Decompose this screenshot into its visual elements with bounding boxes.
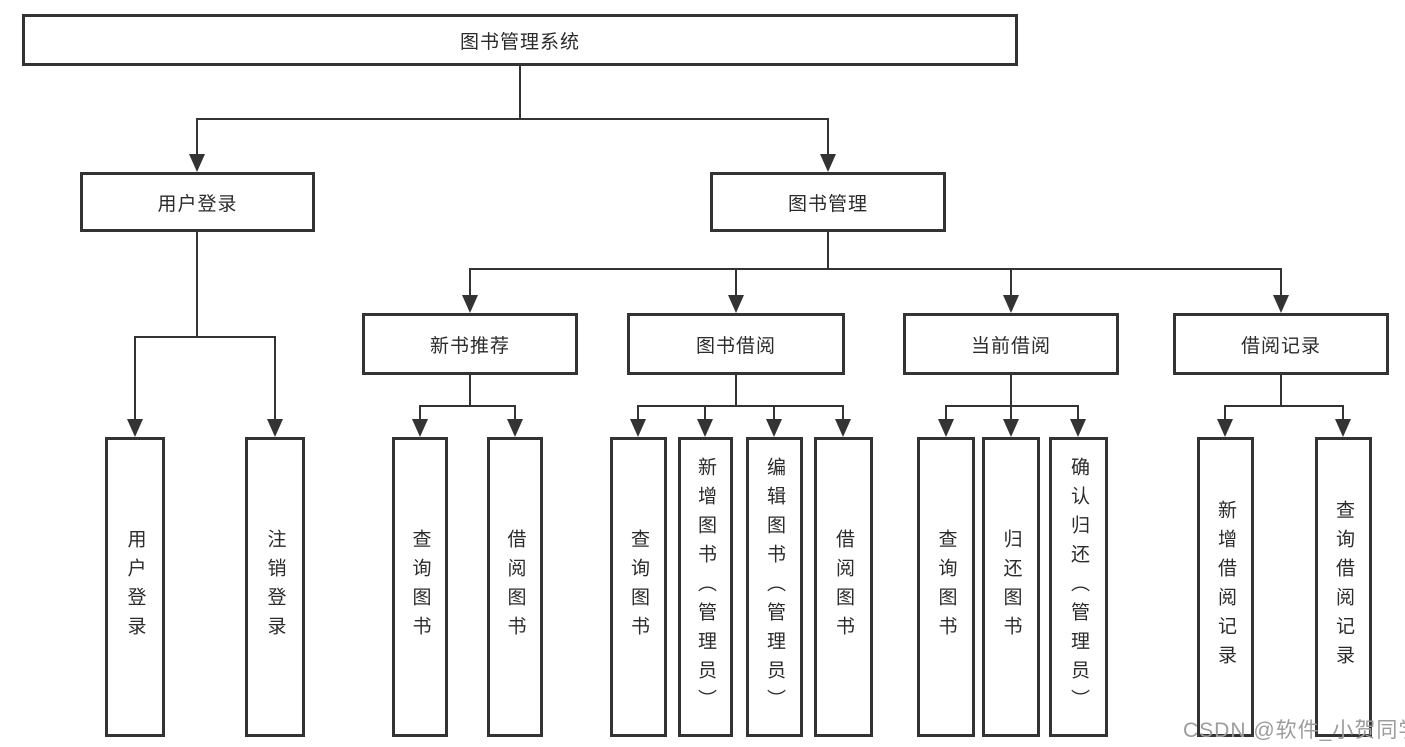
leaf-label: 归还图书 — [1000, 529, 1022, 645]
node-label: 新书推荐 — [429, 335, 510, 357]
connector-bus — [1224, 405, 1344, 407]
leaf-label: 用户登录 — [124, 529, 146, 645]
arrow-down-icon — [1003, 419, 1019, 437]
leaf-label: 借阅图书 — [833, 529, 854, 645]
leaf-query-borrow-record: 查询借阅记录 — [1315, 437, 1372, 737]
connector-drop — [1342, 405, 1344, 419]
leaf-label: 新增图书（管理员） — [695, 456, 716, 718]
node-current-borrow: 当前借阅 — [903, 313, 1119, 375]
arrow-down-icon — [820, 154, 836, 172]
connector-drop — [1077, 405, 1079, 419]
connector-drop — [274, 336, 276, 419]
arrow-down-icon — [462, 295, 478, 313]
node-borrow-records: 借阅记录 — [1173, 313, 1389, 375]
node-label: 图书管理 — [787, 193, 868, 215]
arrow-down-icon — [1217, 419, 1233, 437]
arrow-down-icon — [1070, 419, 1086, 437]
leaf-label: 查询图书 — [409, 529, 431, 645]
arrow-down-icon — [728, 295, 744, 313]
connector-drop-user-login — [196, 118, 198, 154]
leaf-label: 借阅图书 — [504, 529, 526, 645]
connector-stem — [1010, 375, 1012, 407]
connector-drop — [1280, 268, 1282, 295]
arrow-down-icon — [938, 419, 954, 437]
connector-drop — [1010, 268, 1012, 295]
node-library-management-system: 图书管理系统 — [22, 14, 1018, 66]
arrow-down-icon — [267, 419, 283, 437]
node-user-login: 用户登录 — [80, 172, 315, 232]
connector-drop — [1010, 405, 1012, 419]
connector-book-management-stem — [827, 232, 829, 270]
node-label: 图书借阅 — [695, 335, 776, 357]
connector-drop — [773, 405, 775, 419]
leaf-borrow-books: 借阅图书 — [814, 437, 873, 737]
node-label: 用户登录 — [157, 193, 238, 215]
connector-drop — [945, 405, 947, 419]
arrow-down-icon — [630, 419, 646, 437]
leaf-label: 确认归还（管理员） — [1068, 456, 1089, 718]
leaf-return-books: 归还图书 — [982, 437, 1040, 737]
connector-drop — [134, 336, 136, 419]
arrow-down-icon — [412, 419, 428, 437]
arrow-down-icon — [1335, 419, 1351, 437]
leaf-label: 注销登录 — [264, 529, 286, 645]
arrow-down-icon — [127, 419, 143, 437]
node-book-borrow: 图书借阅 — [627, 313, 845, 375]
csdn-watermark: CSDN @软件_小贺同学 — [1183, 719, 1405, 742]
connector-bus — [419, 405, 516, 407]
node-label: 图书管理系统 — [459, 31, 580, 53]
leaf-confirm-return-admin: 确认归还（管理员） — [1049, 437, 1108, 737]
arrow-down-icon — [507, 419, 523, 437]
connector-stem — [469, 375, 471, 407]
leaf-edit-books-admin: 编辑图书（管理员） — [746, 437, 803, 737]
leaf-label: 新增借阅记录 — [1215, 500, 1236, 674]
connector-bus — [945, 405, 1079, 407]
connector-drop — [637, 405, 639, 419]
connector-drop-book-management — [827, 118, 829, 154]
connector-drop — [704, 405, 706, 419]
connector-root-stem — [519, 64, 521, 118]
connector-drop — [735, 268, 737, 295]
leaf-query-books: 查询图书 — [917, 437, 975, 737]
leaf-label: 查询借阅记录 — [1333, 500, 1354, 674]
arrow-down-icon — [766, 419, 782, 437]
leaf-add-borrow-record: 新增借阅记录 — [1197, 437, 1254, 737]
leaf-label: 编辑图书（管理员） — [764, 456, 785, 718]
node-label: 当前借阅 — [970, 335, 1051, 357]
arrow-down-icon — [189, 154, 205, 172]
node-label: 借阅记录 — [1240, 335, 1321, 357]
connector-drop — [419, 405, 421, 419]
connector-book-management-bus — [469, 268, 1282, 270]
node-new-book-recommend: 新书推荐 — [362, 313, 578, 375]
connector-bus — [637, 405, 844, 407]
leaf-user-login: 用户登录 — [105, 437, 165, 737]
connector-user-login-stem — [196, 232, 198, 336]
node-book-management: 图书管理 — [710, 172, 946, 232]
leaf-query-books: 查询图书 — [610, 437, 667, 737]
connector-drop — [469, 268, 471, 295]
arrow-down-icon — [697, 419, 713, 437]
leaf-label: 查询图书 — [935, 529, 957, 645]
connector-drop — [1224, 405, 1226, 419]
arrow-down-icon — [1003, 295, 1019, 313]
connector-root-bus — [196, 118, 829, 120]
leaf-query-books: 查询图书 — [392, 437, 448, 737]
connector-stem — [735, 375, 737, 407]
arrow-down-icon — [1273, 295, 1289, 313]
arrow-down-icon — [835, 419, 851, 437]
leaf-borrow-books: 借阅图书 — [487, 437, 543, 737]
connector-drop — [842, 405, 844, 419]
leaf-add-books-admin: 新增图书（管理员） — [678, 437, 733, 737]
connector-user-login-bus — [134, 336, 276, 338]
leaf-logout: 注销登录 — [245, 437, 305, 737]
leaf-label: 查询图书 — [628, 529, 649, 645]
connector-stem — [1280, 375, 1282, 407]
connector-drop — [514, 405, 516, 419]
